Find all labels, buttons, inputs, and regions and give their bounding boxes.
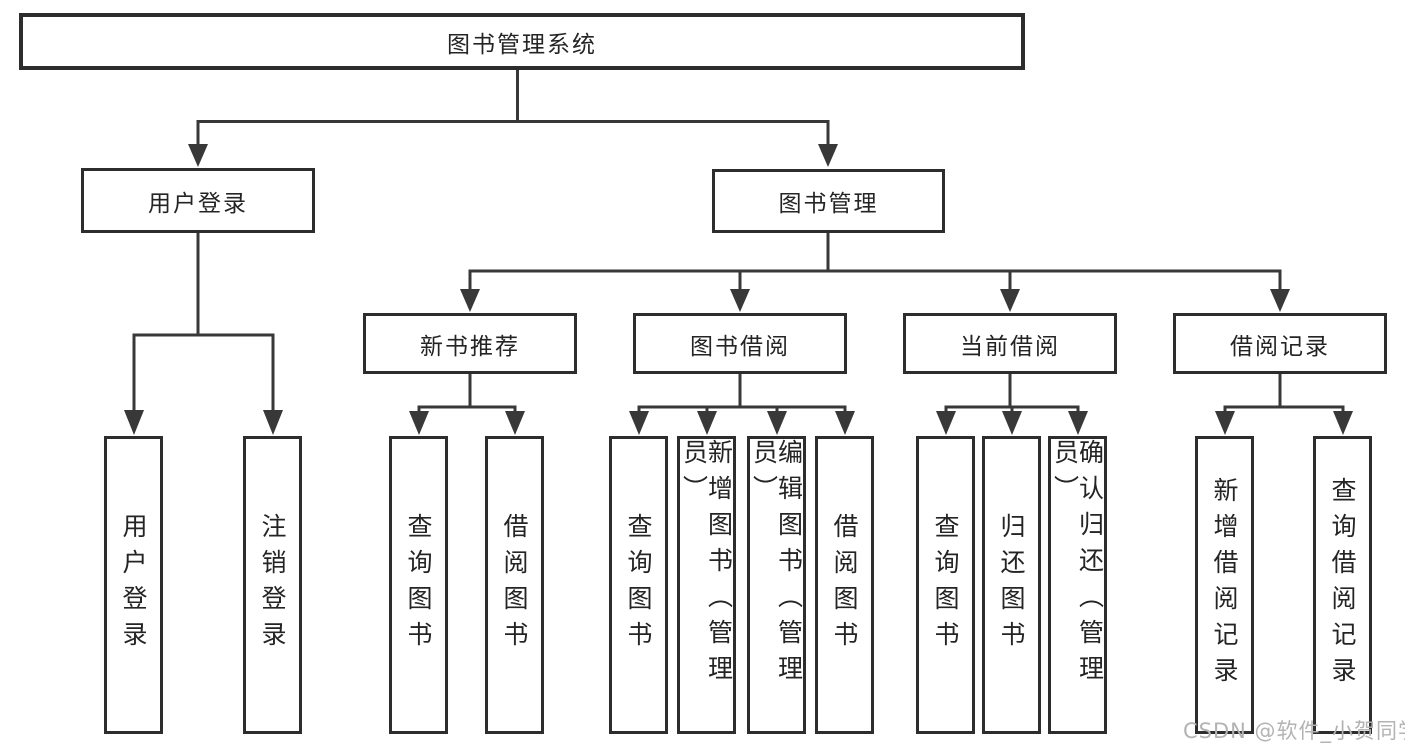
node-leaf-add-borrow-record: 新增借阅记录 <box>1195 436 1254 734</box>
node-leaf-logout: 注销登录 <box>243 436 302 734</box>
node-user-login: 用户登录 <box>81 168 315 233</box>
node-label: 新增图书（管理员） <box>679 439 734 691</box>
node-label: 确认归还（管理员） <box>1050 439 1105 691</box>
node-leaf-add-books-admin: 新增图书（管理员） <box>677 436 736 734</box>
node-leaf-query-books: 查询图书 <box>389 436 448 734</box>
node-label: 借阅图书 <box>500 513 529 657</box>
node-leaf-query-borrow-record: 查询借阅记录 <box>1313 436 1372 734</box>
csdn-watermark: CSDN @软件_小贺同学 <box>1183 719 1405 743</box>
node-book-borrowing: 图书借阅 <box>633 313 847 374</box>
node-label: 用户登录 <box>119 513 148 657</box>
node-leaf-confirm-return-admin: 确认归还（管理员） <box>1048 436 1107 734</box>
node-library-management-system: 图书管理系统 <box>19 13 1025 70</box>
node-leaf-return-books: 归还图书 <box>982 436 1041 734</box>
node-book-management: 图书管理 <box>712 169 945 233</box>
node-leaf-edit-books-admin: 编辑图书（管理员） <box>747 436 806 734</box>
node-new-book-recommendation: 新书推荐 <box>363 313 577 374</box>
node-label: 借阅图书 <box>830 513 859 657</box>
node-leaf-user-login: 用户登录 <box>104 436 163 734</box>
node-leaf-query-books: 查询图书 <box>609 436 668 734</box>
node-label: 编辑图书（管理员） <box>749 439 804 691</box>
node-label: 查询图书 <box>931 513 960 657</box>
node-label: 查询借阅记录 <box>1328 477 1357 693</box>
node-label: 注销登录 <box>258 513 287 657</box>
node-label: 查询图书 <box>404 513 433 657</box>
node-label: 新增借阅记录 <box>1210 477 1239 693</box>
node-borrowing-records: 借阅记录 <box>1173 313 1387 374</box>
node-leaf-borrow-books: 借阅图书 <box>485 436 544 734</box>
node-leaf-borrow-books: 借阅图书 <box>815 436 874 734</box>
node-current-borrowing: 当前借阅 <box>903 313 1117 374</box>
node-label: 归还图书 <box>997 513 1026 657</box>
node-label: 查询图书 <box>624 513 653 657</box>
node-leaf-query-books: 查询图书 <box>916 436 975 734</box>
